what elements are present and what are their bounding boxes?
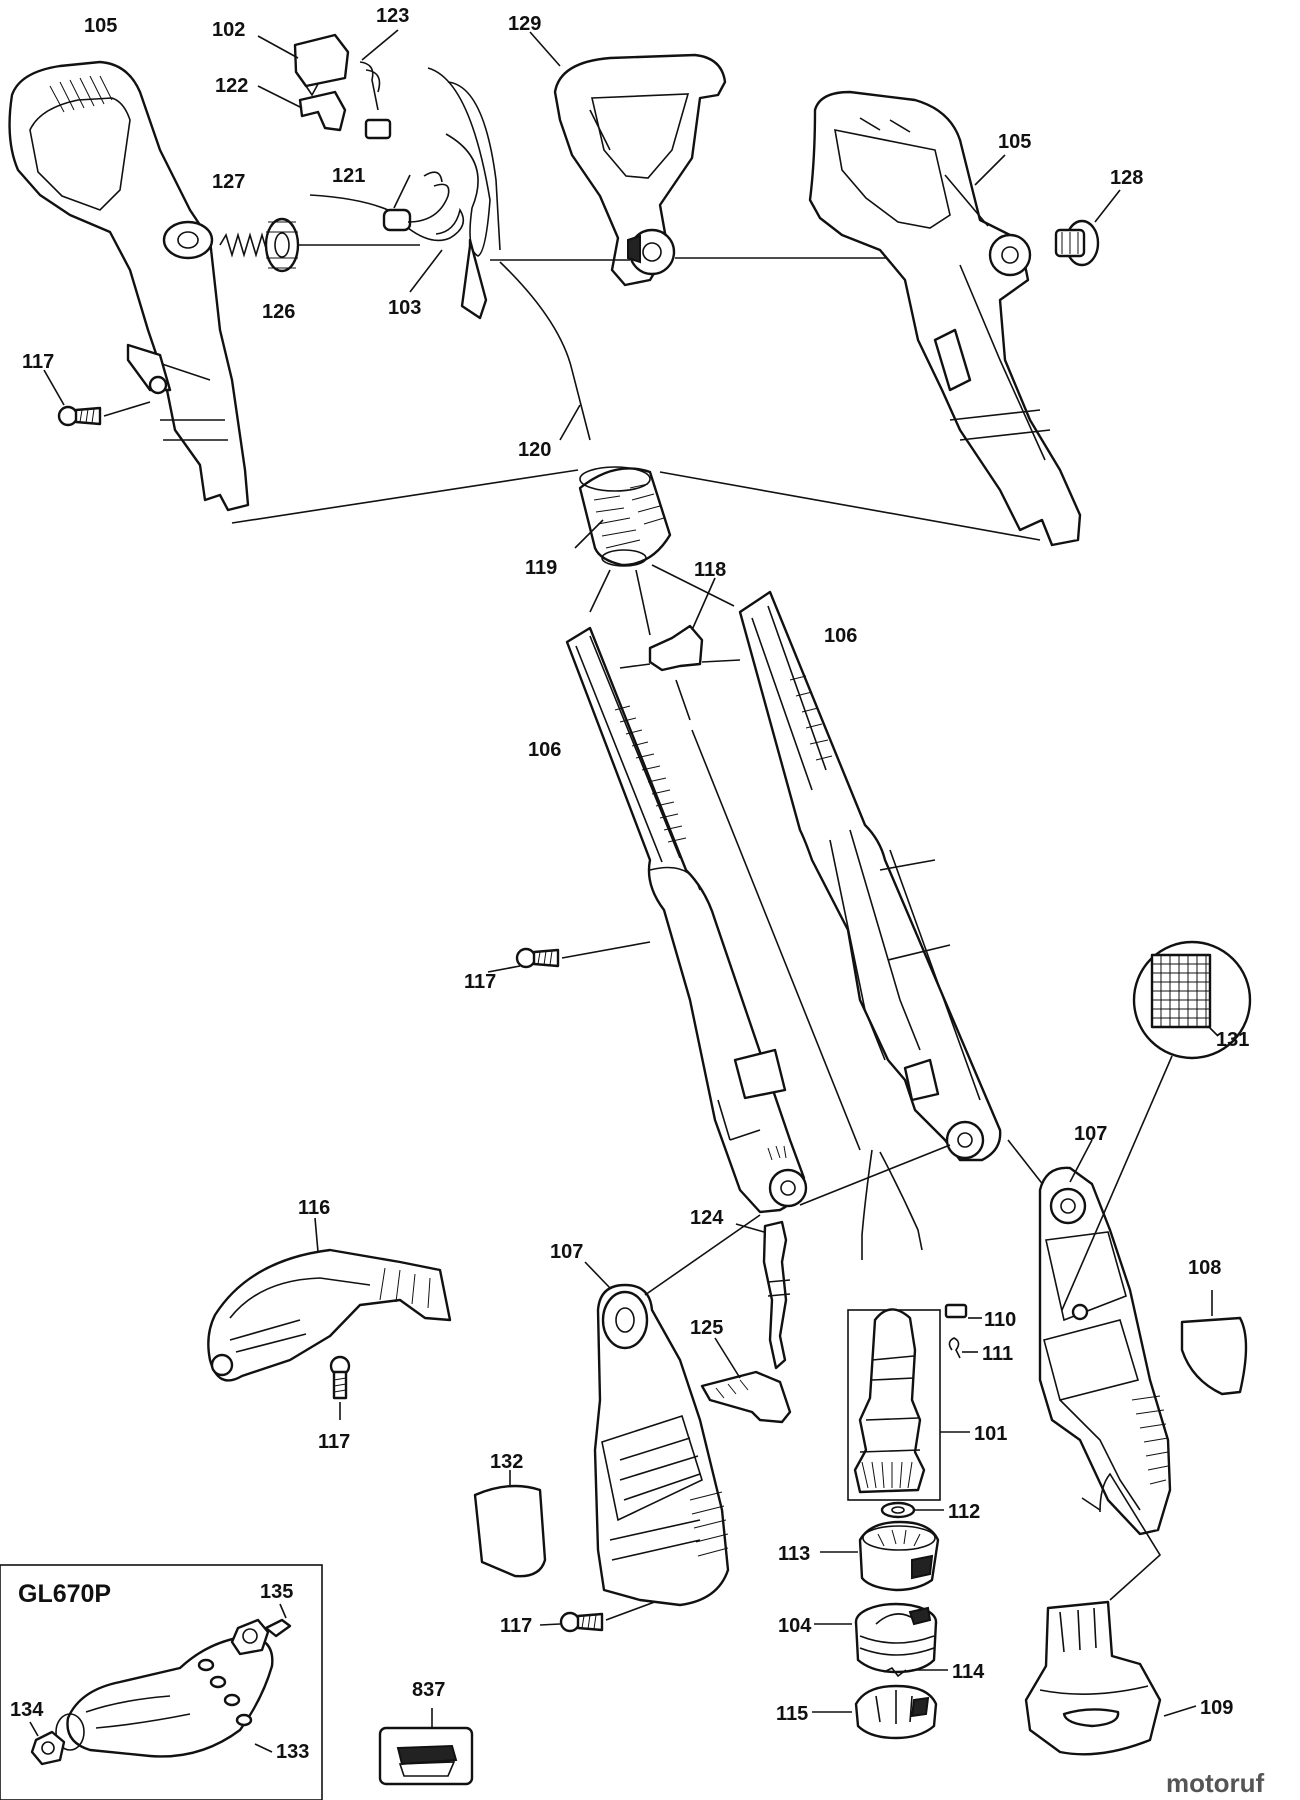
inset-model-title: GL670P bbox=[18, 1580, 111, 1608]
handle-half-left bbox=[8, 60, 250, 512]
switch-actuator-122 bbox=[257, 85, 347, 132]
motor-wires bbox=[861, 1149, 923, 1260]
callout-102: 102 bbox=[212, 19, 245, 41]
assembly-line-109 bbox=[1099, 1472, 1162, 1601]
watermark-text: motoruf bbox=[1166, 1768, 1265, 1798]
motor-101 bbox=[847, 1308, 970, 1501]
callout-124: 124 bbox=[690, 1207, 724, 1229]
connector-123 bbox=[359, 29, 399, 140]
inset-gl670p bbox=[0, 1564, 323, 1800]
head-cover-109 bbox=[1024, 1600, 1197, 1756]
brush-110 bbox=[944, 1303, 982, 1319]
callout-135: 135 bbox=[260, 1581, 293, 1603]
callout-126: 126 bbox=[262, 301, 295, 323]
callout-134: 134 bbox=[10, 1699, 44, 1721]
label-sticker-132 bbox=[473, 1470, 547, 1578]
clip-118 bbox=[619, 577, 741, 672]
trigger-button-125 bbox=[700, 1337, 792, 1424]
tube-half-left bbox=[565, 626, 808, 1214]
callout-114: 114 bbox=[952, 1661, 985, 1683]
callout-125: 125 bbox=[690, 1317, 723, 1339]
callout-837: 837 bbox=[412, 1679, 445, 1701]
callout-119: 119 bbox=[525, 557, 557, 579]
callout-127: 127 bbox=[212, 171, 245, 193]
callout-106-left: 106 bbox=[528, 739, 561, 761]
callout-106-right: 106 bbox=[824, 625, 857, 647]
motor-housing-right-107 bbox=[1038, 1139, 1172, 1536]
callout-108: 108 bbox=[1188, 1257, 1221, 1279]
callout-105-left: 105 bbox=[84, 15, 117, 37]
motor-housing-left-107 bbox=[584, 1261, 730, 1607]
spring-clip-111 bbox=[948, 1337, 978, 1359]
spool-holder-113 bbox=[820, 1520, 940, 1592]
callout-101: 101 bbox=[974, 1423, 1007, 1445]
cable-121 bbox=[309, 171, 450, 232]
callout-113: 113 bbox=[778, 1543, 810, 1565]
collar-119 bbox=[574, 466, 672, 567]
callout-109: 109 bbox=[1200, 1697, 1233, 1719]
callout-111: 111 bbox=[982, 1343, 1013, 1365]
screw-117-bottom bbox=[539, 1611, 604, 1633]
screw-117-guard bbox=[329, 1355, 351, 1420]
callout-107-left: 107 bbox=[550, 1241, 583, 1263]
guard-116 bbox=[207, 1217, 452, 1382]
callout-118: 118 bbox=[694, 559, 726, 581]
callout-133: 133 bbox=[276, 1741, 309, 1763]
lock-knob-128 bbox=[1054, 189, 1121, 267]
switch-102 bbox=[257, 33, 350, 97]
motoruf-logo: motoruf bbox=[1166, 1768, 1265, 1798]
cable-loop-103 bbox=[407, 207, 465, 293]
screw-117-top bbox=[43, 369, 102, 427]
switch-rod-124 bbox=[735, 1220, 791, 1370]
handle-half-right bbox=[808, 90, 1082, 547]
tube-half-right bbox=[738, 590, 1002, 1162]
cable-120 bbox=[427, 67, 591, 441]
callout-117-top: 117 bbox=[22, 351, 54, 373]
callout-115: 115 bbox=[776, 1703, 808, 1725]
callout-labels: 105 102 123 129 122 105 128 127 121 126 … bbox=[10, 5, 1249, 1763]
spool-104 bbox=[814, 1602, 938, 1674]
washer-112 bbox=[880, 1501, 944, 1519]
top-handle-129 bbox=[529, 31, 727, 287]
inner-cable-line bbox=[635, 569, 861, 1151]
callout-112: 112 bbox=[948, 1501, 980, 1523]
callout-105-right: 105 bbox=[998, 131, 1031, 153]
callout-121: 121 bbox=[332, 165, 365, 187]
spool-cover-115 bbox=[812, 1684, 938, 1740]
callout-129: 129 bbox=[508, 13, 541, 35]
callout-128: 128 bbox=[1110, 167, 1143, 189]
callout-117-bottom: 117 bbox=[500, 1615, 532, 1637]
label-sticker-108 bbox=[1180, 1290, 1248, 1396]
screw-117-middle bbox=[487, 947, 560, 973]
callout-132: 132 bbox=[490, 1451, 523, 1473]
gear-wheel-127 bbox=[264, 217, 300, 273]
callout-103: 103 bbox=[388, 297, 421, 319]
callout-110: 110 bbox=[984, 1309, 1016, 1331]
callout-122: 122 bbox=[215, 75, 248, 97]
spring-114 bbox=[883, 1666, 948, 1678]
callout-123: 123 bbox=[376, 5, 409, 27]
callout-131: 131 bbox=[1216, 1029, 1249, 1051]
callout-107-right: 107 bbox=[1074, 1123, 1107, 1145]
mesh-detail-131 bbox=[1061, 940, 1252, 1311]
callout-117-middle: 117 bbox=[464, 971, 496, 993]
callout-120: 120 bbox=[518, 439, 551, 461]
part-837 bbox=[378, 1708, 474, 1786]
callout-116: 116 bbox=[298, 1197, 330, 1219]
callout-117-guard: 117 bbox=[318, 1431, 350, 1453]
callout-104: 104 bbox=[778, 1615, 812, 1637]
